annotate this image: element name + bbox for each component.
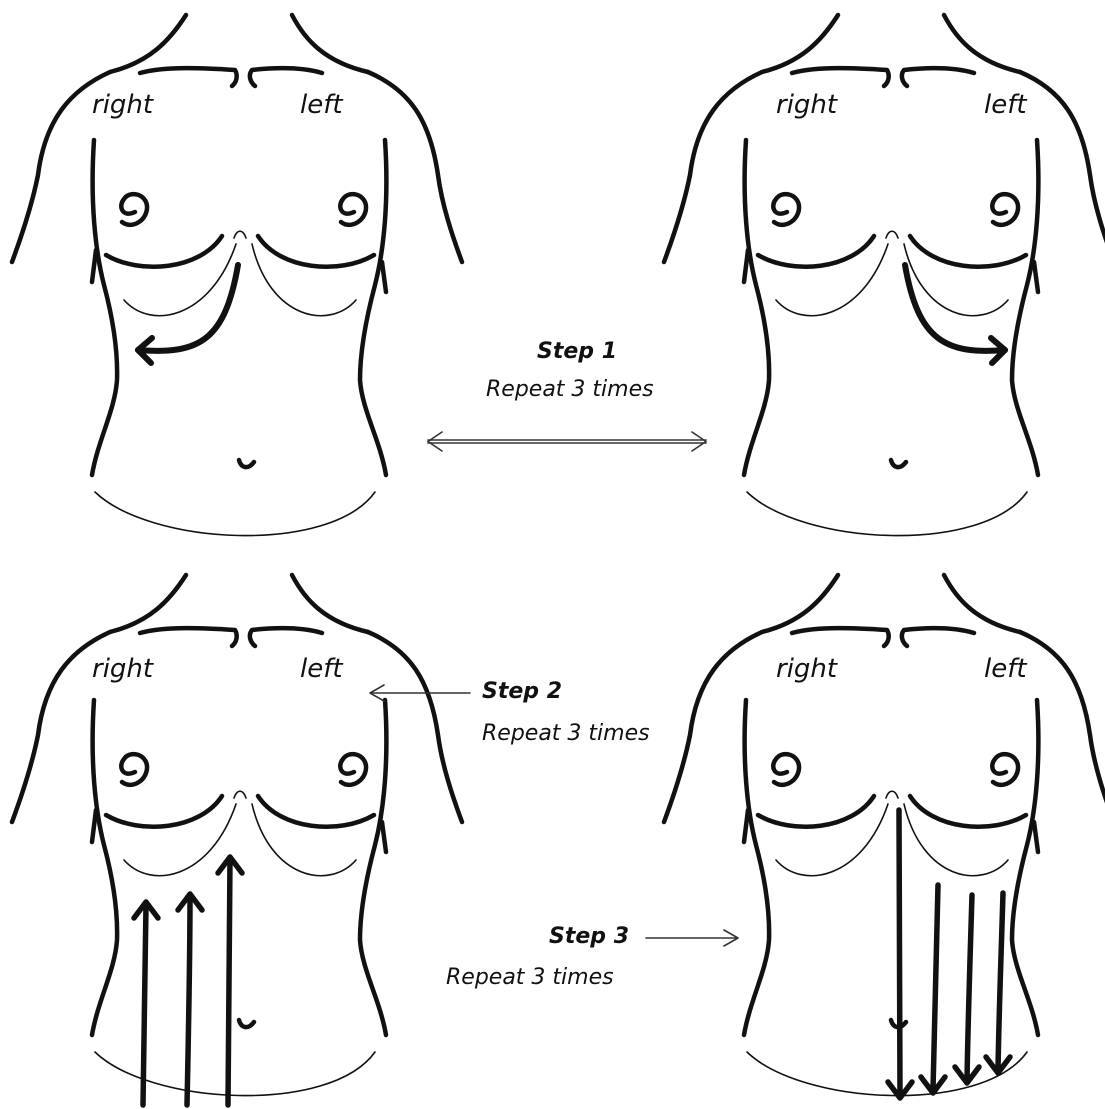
- torso-figure-4: [664, 575, 1105, 1096]
- panel-step2: right left: [12, 575, 462, 1105]
- upward-arrow-3: [218, 857, 242, 1105]
- step1-title: Step 1: [537, 339, 617, 364]
- upward-arrow-1: [134, 902, 158, 1105]
- right-side-label: right: [776, 654, 838, 684]
- downward-arrow-1: [888, 810, 912, 1098]
- double-headed-arrow: [428, 432, 706, 451]
- panel-step1-right: right left: [12, 15, 462, 536]
- downward-arrow-2: [921, 885, 945, 1093]
- torso-figure-2: [664, 15, 1105, 536]
- torso-figure-3: [12, 575, 462, 1096]
- step1-instruction: Repeat 3 times: [486, 377, 654, 402]
- right-side-label: right: [92, 654, 154, 684]
- step3-caption: Step 3 Repeat 3 times: [446, 924, 738, 990]
- upward-arrow-2: [178, 894, 202, 1105]
- step2-caption: Step 2 Repeat 3 times: [370, 679, 650, 746]
- left-side-label: left: [984, 90, 1027, 120]
- step2-instruction: Repeat 3 times: [482, 721, 650, 746]
- downward-arrow-4: [986, 893, 1010, 1073]
- step3-instruction: Repeat 3 times: [446, 965, 614, 990]
- downward-arrow-3: [955, 895, 979, 1083]
- left-side-label: left: [300, 654, 343, 684]
- panel-step3: right left: [664, 575, 1105, 1098]
- right-side-label: right: [92, 90, 154, 120]
- step3-title: Step 3: [549, 924, 629, 949]
- left-side-label: left: [300, 90, 343, 120]
- left-side-label: left: [984, 654, 1027, 684]
- step2-title: Step 2: [482, 679, 562, 704]
- step1-caption: Step 1 Repeat 3 times: [486, 339, 654, 402]
- right-side-label: right: [776, 90, 838, 120]
- panel-step1-left: right left: [664, 15, 1105, 536]
